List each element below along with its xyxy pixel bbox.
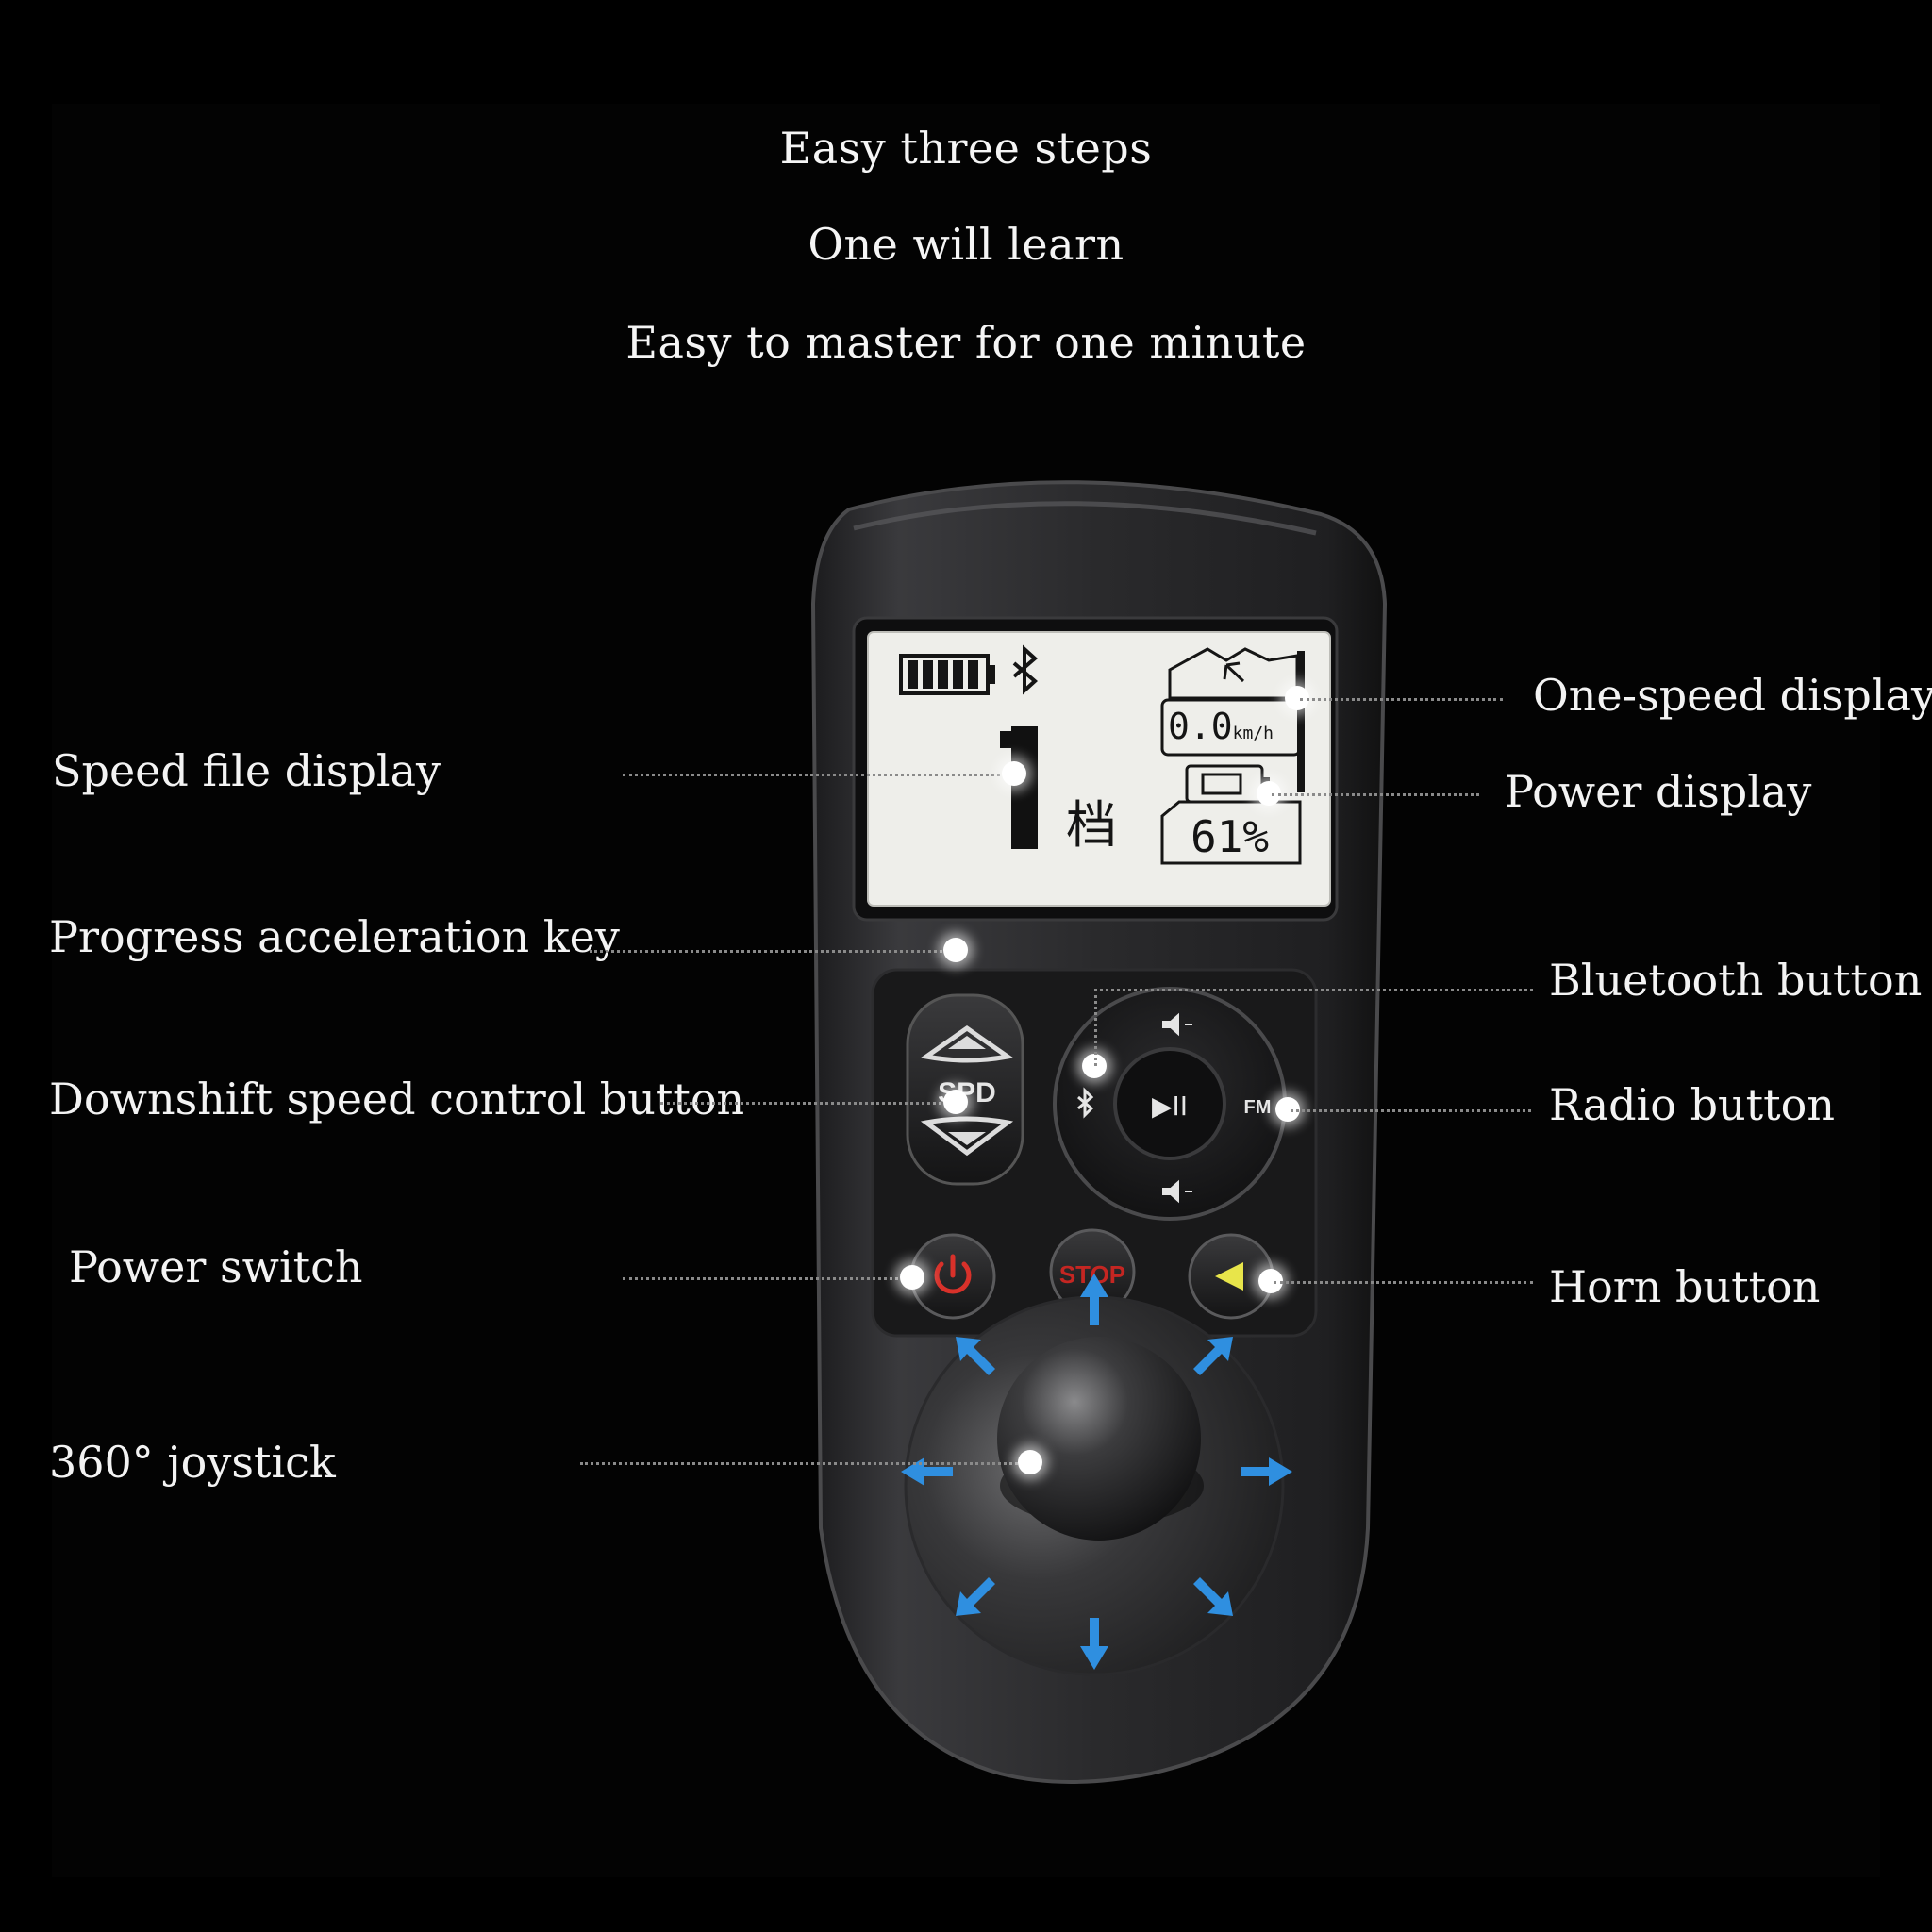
label-horn-button: Horn button xyxy=(1549,1261,1821,1312)
nav-bluetooth-icon xyxy=(1077,1087,1094,1119)
headline-3: Easy to master for one minute xyxy=(625,317,1307,368)
lcd-gear-char: 档 xyxy=(1066,795,1117,855)
headline-2: One will learn xyxy=(808,219,1124,270)
leader-downshift-speed-control-button xyxy=(660,1102,953,1105)
leader-radio-button xyxy=(1291,1109,1531,1112)
marker-speed-file-display xyxy=(1002,761,1026,786)
label-one-speed-display: One-speed display xyxy=(1533,670,1932,721)
leader-power-switch xyxy=(623,1277,910,1280)
horn-icon xyxy=(1215,1262,1243,1291)
play-pause-label: ▶II xyxy=(1152,1091,1188,1122)
power-icon xyxy=(934,1254,972,1294)
leader-bluetooth-button xyxy=(1094,989,1533,991)
leader-progress-acceleration-key xyxy=(590,950,953,953)
fm-label: FM xyxy=(1244,1097,1272,1118)
lcd-bluetooth-icon xyxy=(1012,644,1039,695)
lcd-battery-percent: 61% xyxy=(1191,811,1270,862)
leader-joystick xyxy=(580,1462,1028,1465)
marker-progress-acceleration-key xyxy=(943,938,968,962)
play-pause-button xyxy=(1113,1047,1226,1160)
headline-1: Easy three steps xyxy=(779,123,1153,174)
marker-power-switch xyxy=(900,1265,924,1290)
leader-bluetooth-button-vertical xyxy=(1094,989,1097,1066)
leader-one-speed-display xyxy=(1300,698,1503,701)
lcd-speed-readout: 0.0km/h xyxy=(1168,706,1274,747)
battery-bars-icon xyxy=(899,654,995,695)
marker-joystick xyxy=(1018,1450,1042,1474)
label-downshift-speed-control-button: Downshift speed control button xyxy=(49,1074,745,1124)
spd-rocker xyxy=(906,993,1024,1186)
label-progress-acceleration-key: Progress acceleration key xyxy=(49,911,620,962)
label-speed-file-display: Speed file display xyxy=(52,745,441,796)
gear-digit-bar xyxy=(1011,726,1038,849)
lcd-speed-unit: km/h xyxy=(1232,724,1274,743)
joystick-ball xyxy=(997,1337,1201,1541)
label-power-display: Power display xyxy=(1505,766,1812,817)
label-power-switch: Power switch xyxy=(69,1241,363,1292)
leader-horn-button xyxy=(1274,1281,1533,1284)
volume-up-icon xyxy=(1162,1012,1192,1037)
label-radio-button: Radio button xyxy=(1549,1079,1835,1130)
leader-power-display xyxy=(1272,793,1479,796)
lcd-speed-value: 0.0 xyxy=(1168,706,1233,747)
label-bluetooth-button: Bluetooth button xyxy=(1549,955,1923,1006)
label-joystick: 360° joystick xyxy=(49,1437,336,1488)
leader-speed-file-display xyxy=(623,774,1011,776)
volume-down-icon xyxy=(1162,1179,1192,1204)
marker-downshift-speed-control-button xyxy=(943,1090,968,1114)
